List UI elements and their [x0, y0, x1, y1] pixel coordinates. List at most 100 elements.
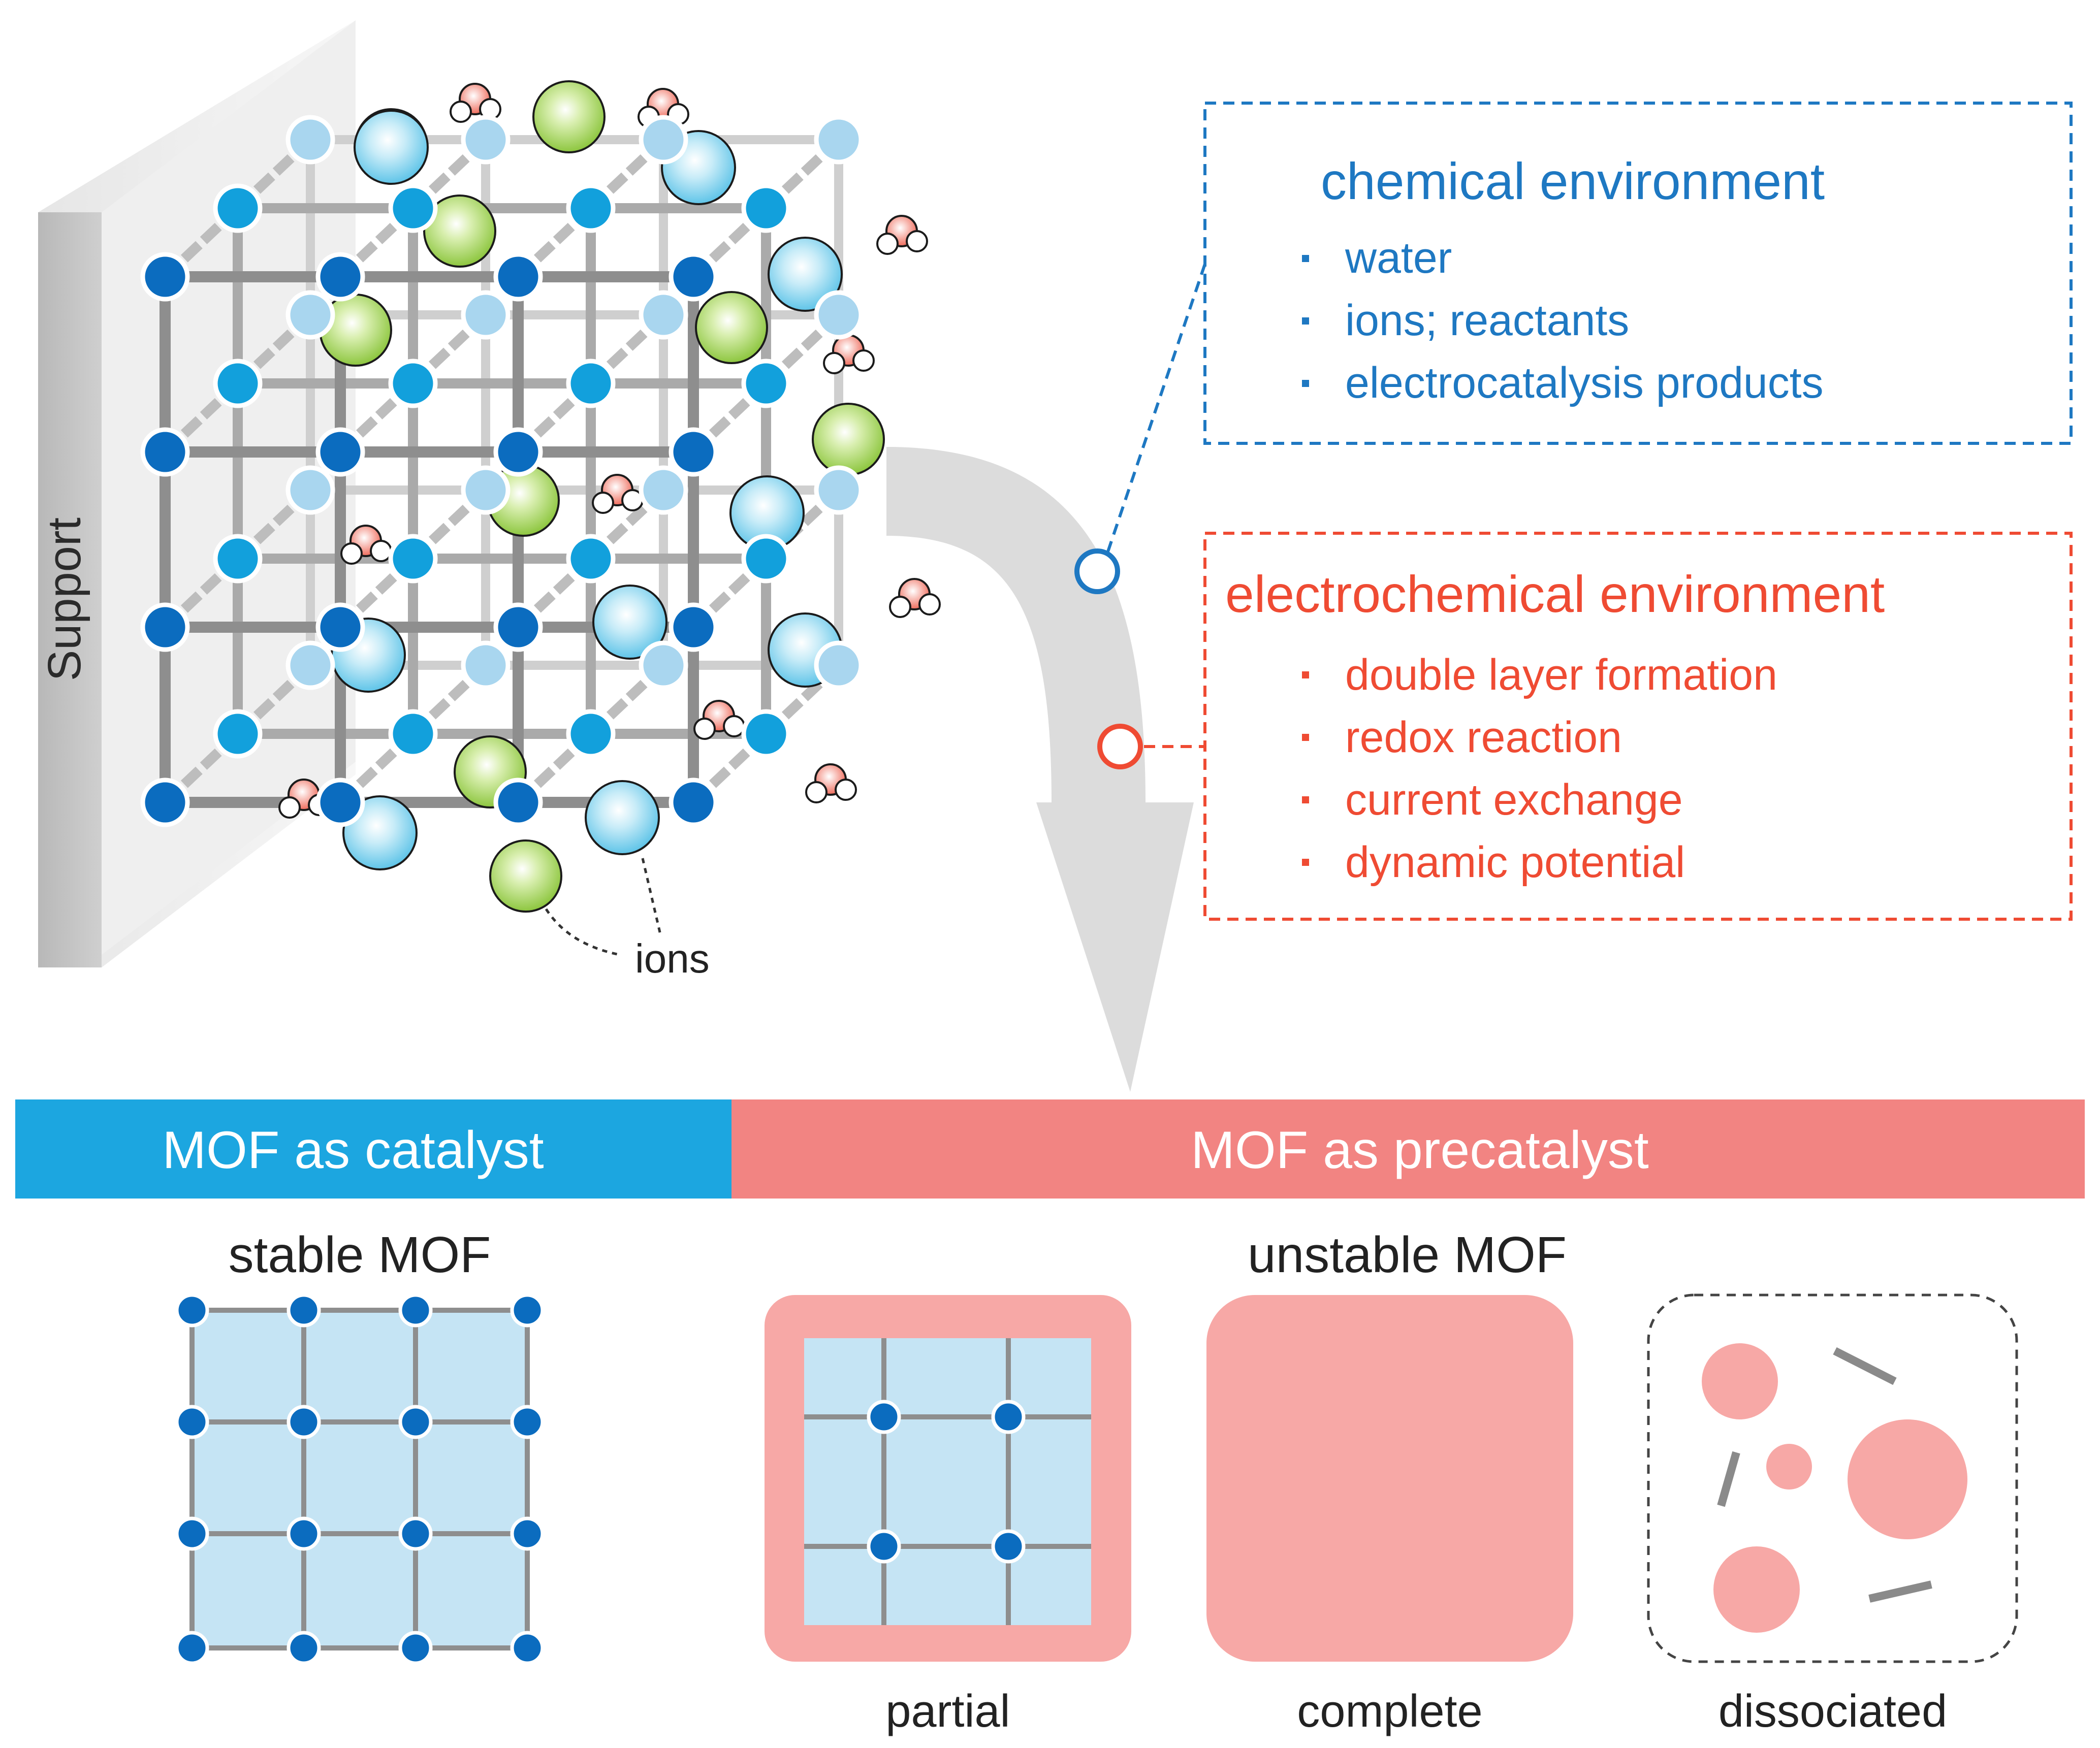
chemical-item: electrocatalysis products	[1345, 359, 1824, 407]
lattice-node	[315, 602, 365, 652]
lattice-node	[388, 534, 438, 584]
partial-mof	[765, 1295, 1131, 1662]
water-molecule	[876, 215, 928, 255]
lattice-node	[814, 290, 864, 340]
hydrogen-atom	[876, 233, 899, 255]
bullet	[1302, 317, 1309, 325]
chemical-item: water	[1345, 234, 1452, 282]
mof-lattice	[140, 80, 941, 913]
lattice-node	[493, 252, 543, 302]
lattice-node	[639, 640, 688, 690]
complete-mof	[1206, 1295, 1573, 1662]
ions-label: ions	[635, 936, 710, 981]
lattice-node	[140, 778, 190, 827]
hydrogen-atom	[852, 349, 875, 372]
support-side-face	[38, 212, 102, 967]
lattice-node	[566, 183, 616, 233]
stable-mof-grid	[175, 1293, 545, 1665]
lattice-node	[461, 115, 511, 165]
lattice-node	[493, 602, 543, 652]
grid-node	[287, 1293, 321, 1328]
lattice-node	[814, 465, 864, 515]
hydrogen-atom	[450, 101, 472, 123]
electrochemical-box-border	[1203, 532, 2073, 921]
lattice-node	[285, 640, 335, 690]
linker-fragment	[1868, 1580, 1932, 1603]
lattice-node	[140, 602, 190, 652]
chemical-marker	[1074, 548, 1120, 594]
water-molecule	[592, 474, 644, 514]
lattice-node	[285, 115, 335, 165]
blue-ion	[585, 780, 660, 855]
hydrogen-atom	[835, 779, 857, 801]
lattice-node	[814, 640, 864, 690]
grid-node	[175, 1405, 209, 1439]
hydrogen-atom	[889, 596, 911, 618]
hydrogen-atom	[592, 492, 614, 514]
water-molecule	[823, 334, 875, 374]
lattice-node	[669, 602, 718, 652]
hydrogen-atom	[693, 718, 716, 740]
lattice-node	[140, 252, 190, 302]
dissociated-boundary	[1647, 1293, 2018, 1663]
fragment-particle	[1766, 1444, 1812, 1490]
unstable-mof-title: unstable MOF	[1248, 1226, 1567, 1283]
green-ion	[812, 403, 885, 476]
partial-core	[804, 1338, 1091, 1625]
lattice-node	[741, 183, 791, 233]
fragment-particle	[1848, 1419, 1967, 1539]
grid-node	[175, 1516, 209, 1551]
electrochemical-item: double layer formation	[1345, 651, 1777, 699]
green-ion	[695, 291, 768, 364]
bullet	[1302, 796, 1309, 803]
chemical-connector-line	[1105, 264, 1206, 557]
lattice-node	[639, 290, 688, 340]
electrochemical-item: current exchange	[1345, 775, 1683, 824]
lattice-node	[213, 534, 263, 584]
lattice-node	[566, 709, 616, 759]
lattice-node	[285, 465, 335, 515]
blue-ion	[592, 585, 667, 660]
lattice-node	[213, 183, 263, 233]
electrochemical-item: dynamic potential	[1345, 838, 1685, 887]
lattice-node	[669, 427, 718, 477]
catalyst-banner-label: MOF as catalyst	[162, 1121, 544, 1180]
stable-mof-title: stable MOF	[229, 1226, 491, 1283]
hydrogen-atom	[823, 352, 845, 374]
lattice-node	[388, 183, 438, 233]
complete-label: complete	[1297, 1686, 1482, 1737]
grid-node	[175, 1631, 209, 1665]
lattice-node	[566, 534, 616, 584]
partial-label: partial	[885, 1686, 1010, 1737]
hydrogen-atom	[370, 540, 392, 562]
support-label: Support	[39, 517, 90, 681]
bullet	[1302, 255, 1309, 262]
water-molecule	[450, 83, 501, 123]
lattice-node	[285, 290, 335, 340]
lattice-node	[140, 427, 190, 477]
water-molecule	[889, 578, 941, 618]
grid-node	[510, 1631, 545, 1665]
lattice-node	[461, 465, 511, 515]
grid-node	[398, 1293, 433, 1328]
curved-arrow	[886, 447, 1194, 1092]
hydrogen-atom	[805, 781, 828, 803]
lattice-node	[315, 427, 365, 477]
precatalyst-banner	[731, 1099, 2085, 1199]
electrochemical-marker	[1097, 724, 1143, 769]
lattice-node	[669, 252, 718, 302]
precatalyst-banner-label: MOF as precatalyst	[1191, 1121, 1649, 1180]
ions-callout: ions	[545, 858, 710, 981]
lattice-node	[388, 709, 438, 759]
grid-node	[175, 1293, 209, 1328]
blue-ion	[768, 237, 843, 312]
hydrogen-atom	[278, 796, 301, 819]
green-ion	[489, 839, 562, 913]
water-molecule	[805, 763, 857, 803]
chemical-environment-box: chemical environment water ions; reactan…	[1074, 102, 2073, 594]
bullet	[1302, 859, 1309, 866]
grid-node	[287, 1405, 321, 1439]
lattice-node	[741, 709, 791, 759]
electrochemical-title: electrochemical environment	[1225, 565, 1885, 623]
green-ion	[423, 195, 496, 268]
